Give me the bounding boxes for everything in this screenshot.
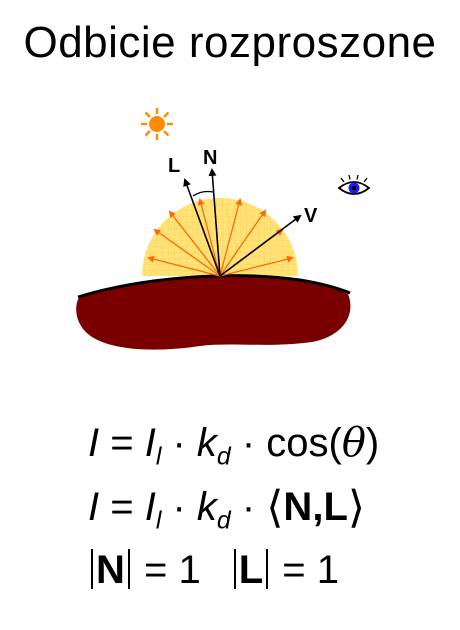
eq2-close-angle: ⟩ <box>347 483 366 532</box>
ray-5 <box>219 198 243 277</box>
eq3-abs-bar <box>233 549 236 589</box>
label-V: V <box>304 205 318 227</box>
eq2-equals: = <box>99 485 145 529</box>
eq3-abs-bar <box>91 549 93 589</box>
eq3-N: N <box>96 548 125 592</box>
label-L: L <box>168 155 180 177</box>
eq2-light-intensity: I <box>144 485 156 529</box>
eq2-open-angle: ⟨ <box>266 483 284 532</box>
ray-8 <box>219 255 294 277</box>
diffuse-reflection-diagram: L N V <box>76 108 371 350</box>
sun-icon <box>141 108 173 140</box>
eq2-intensity: I <box>88 485 100 529</box>
equation-diffuse-cos: I = Il · kd · cos(θ) <box>88 420 379 472</box>
eq3-abs-bar <box>266 549 269 589</box>
reflecting-surface <box>76 275 351 350</box>
eq2-N: N <box>283 485 313 529</box>
eq2-k: k <box>196 485 217 529</box>
eye-icon <box>337 174 371 195</box>
angle-theta-arc <box>192 190 214 197</box>
ray-1 <box>147 255 221 277</box>
eq2-sub-l: l <box>155 507 162 535</box>
eq2-dot2: · <box>230 485 267 529</box>
ray-3 <box>168 210 221 277</box>
eq1-k: k <box>196 421 217 465</box>
eq3-L: L <box>238 548 264 592</box>
eq2-dot1: · <box>161 485 197 529</box>
eq2-L: L <box>323 485 348 529</box>
eq3-L-eq: = 1 <box>271 548 340 592</box>
eq3-N-eq: = 1 <box>132 548 201 592</box>
eq1-equals: = <box>99 421 145 465</box>
eq3-abs-bar <box>127 549 130 589</box>
eq1-intensity: I <box>88 421 100 465</box>
ray-2 <box>153 228 221 277</box>
eq1-theta: θ <box>341 420 366 466</box>
equation-diffuse-dot: I = Il · kd · ⟨N,L⟩ <box>88 482 365 536</box>
label-N: N <box>203 147 217 169</box>
vector-V <box>219 214 302 277</box>
ray-4 <box>197 198 221 277</box>
eq1-close: ) <box>365 421 380 465</box>
eq1-sub-l: l <box>155 443 162 471</box>
ray-6 <box>219 209 267 277</box>
diffuse-hemisphere <box>142 198 298 276</box>
slide-title: Odbicie rozproszone <box>23 18 437 67</box>
eq2-sub-d: d <box>216 507 231 535</box>
eq1-dot2: · <box>230 421 267 465</box>
eq1-light-intensity: I <box>144 421 156 465</box>
surface-edge-line <box>77 274 351 299</box>
eq1-cos: cos( <box>266 421 342 465</box>
eq2-comma: , <box>312 485 324 529</box>
eq1-dot1: · <box>161 421 197 465</box>
vector-L <box>183 178 221 277</box>
vector-N <box>208 168 221 277</box>
eq1-sub-d: d <box>216 443 231 471</box>
